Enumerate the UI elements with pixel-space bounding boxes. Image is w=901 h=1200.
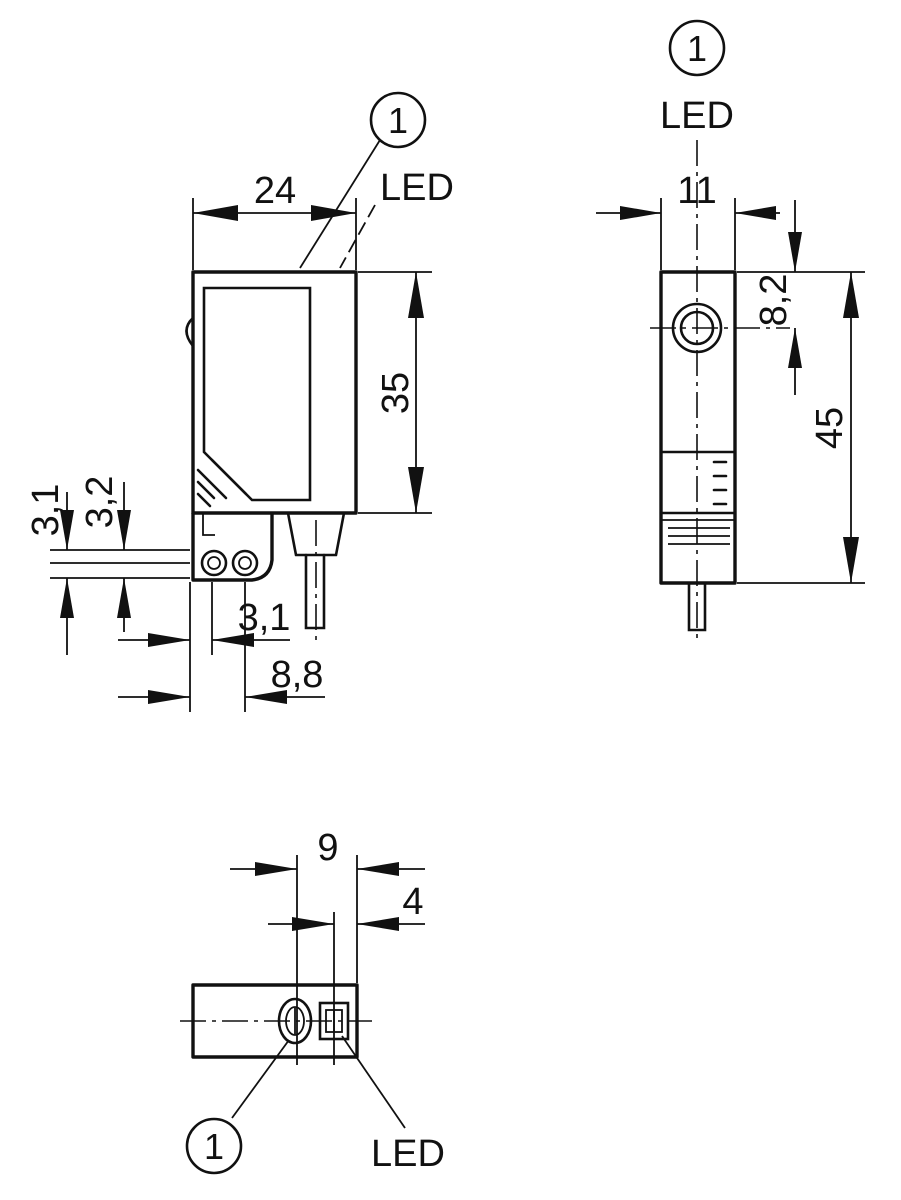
dim-45-arrow-top xyxy=(843,272,859,318)
side-housing xyxy=(659,270,737,585)
dim-82-label: 8,2 xyxy=(753,274,795,327)
dim-32-arrow-bottom xyxy=(117,578,131,618)
dim-88-arrow-right xyxy=(245,690,287,704)
dim-35-label: 35 xyxy=(375,372,417,414)
top-lens-inner xyxy=(285,1006,305,1036)
front-callout-circle xyxy=(369,91,427,149)
front-led-leader xyxy=(339,204,376,269)
dim-31a-arrow-top xyxy=(60,510,74,550)
front-side-bump xyxy=(185,316,195,348)
dim-88-arrow-left xyxy=(148,690,190,704)
dim-11-label: 11 xyxy=(677,170,716,212)
dim-45-label: 45 xyxy=(809,407,851,449)
side-callout-number: 1 xyxy=(687,28,707,69)
front-housing xyxy=(191,270,358,515)
front-vent-lines xyxy=(196,458,248,508)
front-view: 24 1 LED 35 3,1 3,2 3 xyxy=(25,91,454,712)
front-mount-hole-1-inner xyxy=(207,556,221,570)
front-mount-bracket xyxy=(191,513,274,582)
side-label-lines xyxy=(668,527,730,545)
top-lens-outer xyxy=(277,997,313,1045)
dim-31b-arrow-left xyxy=(148,633,190,647)
front-callout-number: 1 xyxy=(388,100,408,141)
dim-31b-label: 3,1 xyxy=(238,597,291,639)
side-callout-circle xyxy=(668,19,726,77)
dim-31a-label: 3,1 xyxy=(25,484,67,537)
dim-9-arrow-right xyxy=(357,862,399,876)
side-cable xyxy=(687,581,707,632)
dim-32-arrow-top xyxy=(117,510,131,550)
dim-31a-arrow-bottom xyxy=(60,578,74,618)
dim-35-arrow-top xyxy=(408,272,424,318)
dim-4-arrow-left xyxy=(292,917,334,931)
dim-32-label: 3,2 xyxy=(79,476,121,529)
front-callout-leader xyxy=(299,139,381,269)
dim-31b-arrow-right xyxy=(212,633,254,647)
front-led-label: LED xyxy=(380,167,454,209)
dim-11-arrow-left xyxy=(620,206,661,220)
front-cable xyxy=(304,553,326,630)
top-callout-leader xyxy=(231,1039,290,1119)
dim-4-arrow-right xyxy=(357,917,399,931)
top-led-label: LED xyxy=(371,1133,445,1175)
front-mount-notch xyxy=(202,513,215,536)
dim-11-arrow-right xyxy=(735,206,776,220)
dim-9-arrow-left xyxy=(255,862,297,876)
front-lens-window xyxy=(202,286,312,502)
top-callout-number: 1 xyxy=(204,1126,224,1167)
top-callout-circle xyxy=(185,1117,243,1175)
dim-88-label: 8,8 xyxy=(271,654,324,696)
side-view: 1 LED 11 8,2 45 xyxy=(596,19,865,640)
side-led-label: LED xyxy=(660,95,734,137)
dim-4-label: 4 xyxy=(402,881,423,923)
dim-35-arrow-bottom xyxy=(408,467,424,513)
side-rib-lines xyxy=(712,460,728,506)
dim-24-arrow-left xyxy=(193,205,238,221)
front-mount-hole-2-inner xyxy=(238,556,252,570)
front-mount-hole-2 xyxy=(231,549,259,577)
dim-24-label: 24 xyxy=(254,170,296,212)
top-view: 9 4 1 LED xyxy=(180,827,445,1175)
dim-82-arrow-top xyxy=(788,232,802,272)
front-mount-hole-1 xyxy=(200,549,228,577)
dim-45-arrow-bottom xyxy=(843,537,859,583)
dim-9-label: 9 xyxy=(317,827,338,869)
dim-82-arrow-bottom xyxy=(788,328,802,368)
top-led-leader xyxy=(341,1035,406,1129)
